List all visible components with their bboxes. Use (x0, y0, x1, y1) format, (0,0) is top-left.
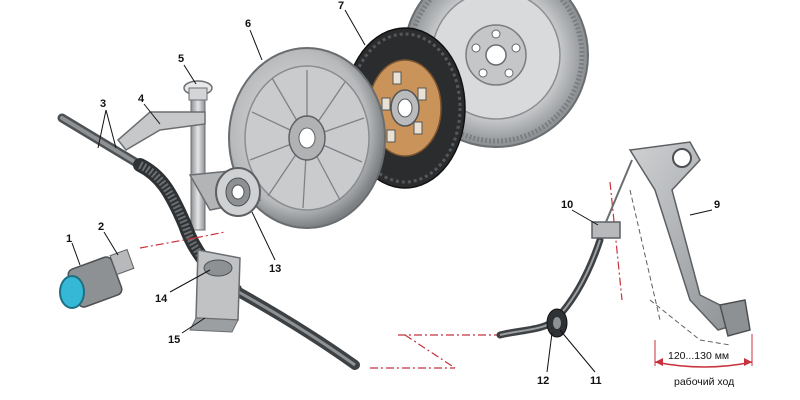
callout-13: 13 (269, 263, 281, 275)
pedal-travel-dimension: 120...130 мм рабочий ход (654, 334, 753, 388)
pressure-plate (228, 47, 386, 229)
callout-4: 4 (138, 93, 145, 105)
connector-lines (139, 181, 623, 369)
callout-6: 6 (245, 18, 251, 30)
callout-10: 10 (561, 199, 573, 211)
dimension-caption: рабочий ход (674, 376, 734, 388)
callout-15: 15 (168, 334, 180, 346)
dimension-value: 120...130 мм (668, 350, 729, 362)
cylinder-cap (59, 248, 135, 309)
callout-labels: 1 2 3 4 5 6 7 9 10 11 12 13 14 15 (66, 0, 720, 387)
leader-lines (71, 9, 713, 373)
callout-12: 12 (537, 375, 549, 387)
callout-11: 11 (590, 375, 602, 387)
callout-3: 3 (100, 98, 106, 110)
cable-bracket (189, 249, 241, 333)
clutch-pedal (628, 141, 751, 346)
callout-5: 5 (178, 53, 184, 65)
pedal-cable (496, 159, 633, 339)
release-bearing (188, 167, 262, 217)
callout-9: 9 (714, 199, 720, 211)
callout-2: 2 (98, 221, 104, 233)
callout-7: 7 (338, 0, 344, 12)
callout-14: 14 (155, 293, 168, 305)
callout-1: 1 (66, 233, 72, 245)
